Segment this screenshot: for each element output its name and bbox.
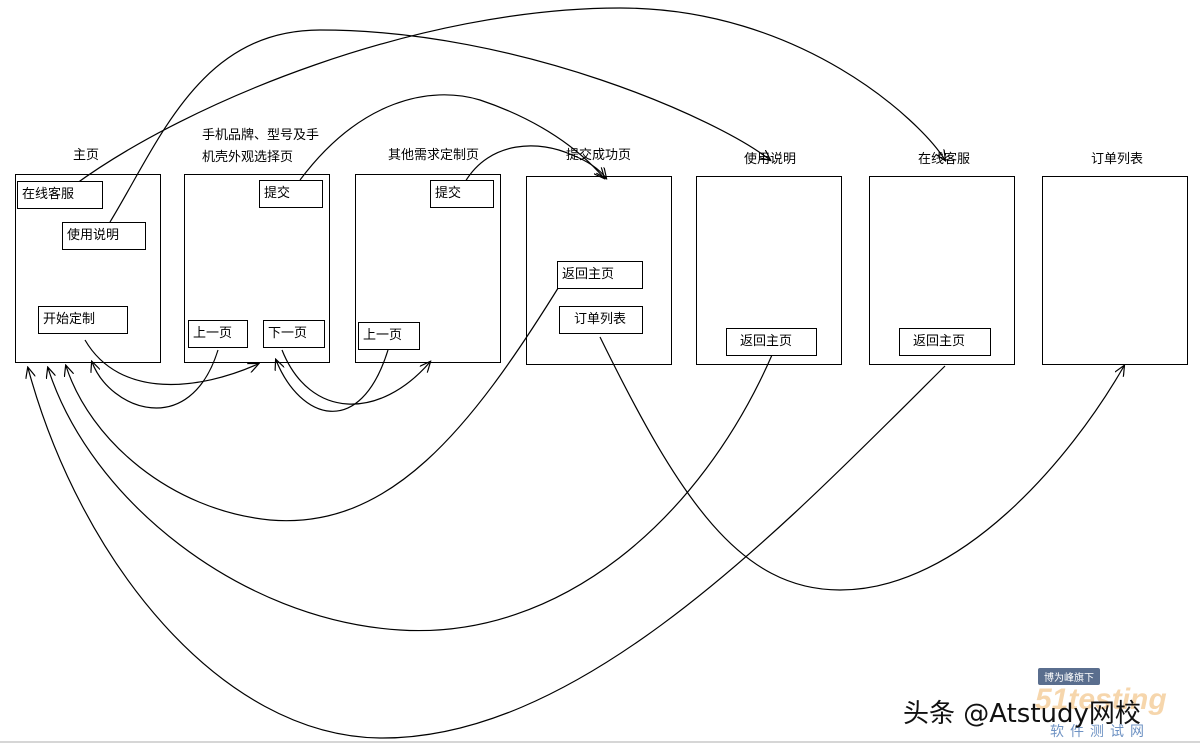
page-title-phone-select-line1: 手机品牌、型号及手 — [202, 128, 320, 143]
page-box-home — [15, 174, 161, 363]
phone-select-prev-button[interactable]: 上一页 — [188, 320, 248, 348]
author-signature: 头条 @Atstudy网校 — [903, 699, 1141, 729]
page-box-instructions — [696, 176, 842, 365]
arrow-customer-home-to-home — [28, 365, 946, 739]
other-needs-prev-button[interactable]: 上一页 — [358, 322, 420, 350]
arrow-instructions-home-to-home — [48, 354, 773, 632]
page-box-customer-service — [869, 176, 1015, 365]
bottom-divider — [0, 741, 1200, 743]
page-box-order-list — [1042, 176, 1188, 365]
page-title-order-list: 订单列表 — [1091, 152, 1144, 167]
page-title-home: 主页 — [73, 148, 100, 163]
page-title-submit-success: 提交成功页 — [566, 148, 632, 163]
success-order-list-button[interactable]: 订单列表 — [559, 306, 643, 334]
instructions-back-home-button[interactable]: 返回主页 — [726, 328, 817, 356]
home-instructions-button[interactable]: 使用说明 — [62, 222, 146, 250]
page-box-phone-select — [184, 174, 330, 363]
home-customer-service-button[interactable]: 在线客服 — [17, 181, 103, 209]
phone-select-submit-button[interactable]: 提交 — [259, 180, 323, 208]
page-title-phone-select-line2: 机壳外观选择页 — [202, 150, 294, 165]
home-start-customize-button[interactable]: 开始定制 — [38, 306, 128, 334]
watermark-badge: 博为峰旗下 — [1038, 668, 1100, 685]
watermark-logo: 博为峰旗下 51testing 软件测试网 — [1010, 665, 1195, 745]
other-needs-submit-button[interactable]: 提交 — [430, 180, 494, 208]
phone-select-next-button[interactable]: 下一页 — [263, 320, 325, 348]
page-box-submit-success — [526, 176, 672, 365]
page-box-other-needs — [355, 174, 501, 363]
arrow-phone-submit-to-success — [299, 94, 604, 181]
arrow-success-orders-to-orders — [599, 336, 1124, 591]
watermark-sub: 软件测试网 — [1050, 724, 1150, 740]
success-back-home-button[interactable]: 返回主页 — [557, 261, 643, 289]
page-title-customer-service: 在线客服 — [918, 152, 971, 167]
watermark-brand: 51testing — [1035, 683, 1167, 716]
page-title-instructions: 使用说明 — [744, 152, 797, 167]
customer-service-back-home-button[interactable]: 返回主页 — [899, 328, 991, 356]
page-title-other-needs: 其他需求定制页 — [388, 148, 480, 163]
